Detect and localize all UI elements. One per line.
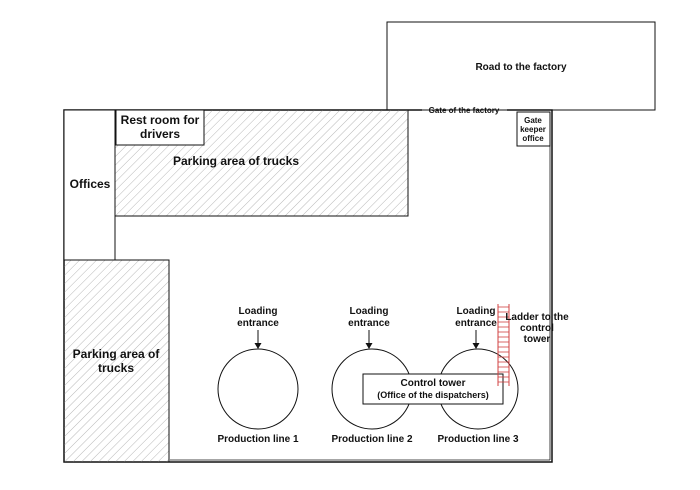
loading-entrance-3-line-2: entrance [455,318,497,329]
loading-entrance-1-line-1: Loading [239,306,278,317]
control-tower [362,373,504,405]
loading-arrowhead-1 [254,343,262,349]
road-area [386,21,656,111]
parking-left-label-2: trucks [98,361,134,375]
restroom-label-1: Rest room for [121,113,200,127]
production-line-1-circle [217,348,299,430]
ladder-label-2: control [520,323,554,334]
gate-label: Gate of the factory [429,106,500,115]
road-label: Road to the factory [475,62,567,73]
control-tower-label-2: (Office of the dispatchers) [377,390,489,400]
gatekeeper-label-2: keeper [520,125,546,134]
loading-arrowhead-2 [365,343,373,349]
parking-left-label-1: Parking area of [73,347,161,361]
loading-entrance-2-line-2: entrance [348,318,390,329]
loading-entrance-2-line-1: Loading [350,306,389,317]
gatekeeper-label-3: office [522,134,544,143]
offices-label: Offices [70,177,111,191]
loading-entrance-3-line-1: Loading [457,306,496,317]
ladder-label-1: Ladder to the [505,312,569,323]
restroom [115,109,205,146]
control-tower-label-1: Control tower [401,378,466,389]
loading-arrowhead-3 [472,343,480,349]
production-line-1-label: Production line 1 [217,434,299,445]
parking-top-label: Parking area of trucks [173,154,299,168]
gatekeeper-label-1: Gate [524,116,542,125]
parking-area-left [63,259,170,463]
production-line-3-label: Production line 3 [437,434,519,445]
restroom-label-2: drivers [140,127,180,141]
production-line-2-label: Production line 2 [331,434,413,445]
loading-entrance-1-line-2: entrance [237,318,279,329]
gatekeeper-office [516,111,551,147]
ladder-label-3: tower [524,334,551,345]
ladder [497,304,510,386]
